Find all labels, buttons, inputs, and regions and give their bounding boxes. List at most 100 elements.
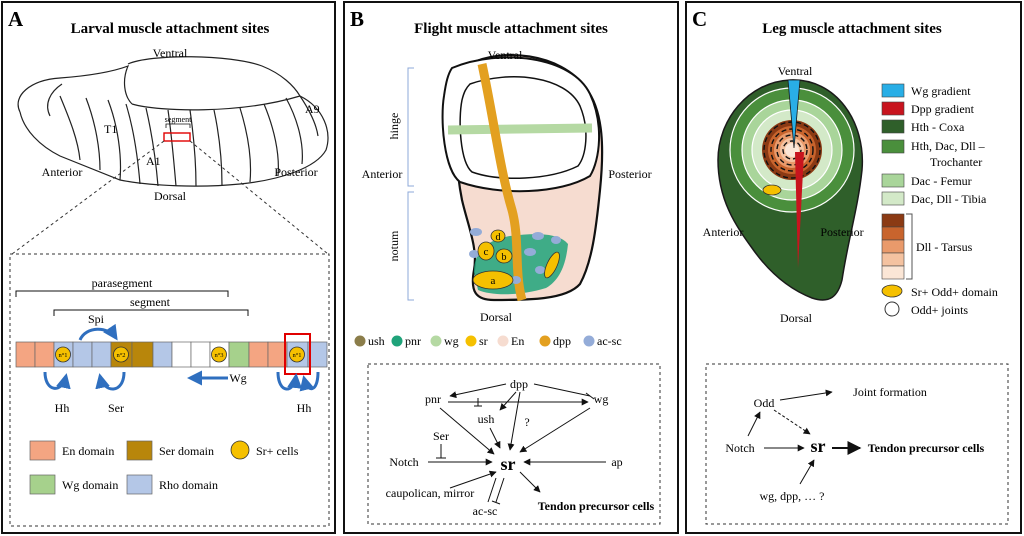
wg-signal-label: Wg bbox=[229, 371, 246, 385]
legend-wg-label-b: wg bbox=[444, 334, 459, 348]
legend-sr-swatch bbox=[230, 440, 250, 460]
legend-sr-label: Sr+ cells bbox=[256, 444, 299, 458]
zoom-line-right bbox=[189, 140, 329, 255]
signal-arrows bbox=[43, 323, 320, 392]
legend-odd-joints: Odd+ joints bbox=[911, 303, 968, 317]
net-c-inputs: wg, dpp, … ? bbox=[760, 489, 825, 503]
legend-dpp-label: dpp bbox=[553, 334, 571, 348]
legend-pnr-label: pnr bbox=[405, 334, 421, 348]
legend-en-label: En domain bbox=[62, 444, 114, 458]
parasegment-label: parasegment bbox=[92, 276, 153, 290]
panel-c-title: Leg muscle attachment sites bbox=[762, 21, 942, 37]
wing-ventral-label: Ventral bbox=[488, 48, 523, 62]
panel-b-letter: B bbox=[350, 7, 364, 31]
larva-drawing bbox=[17, 56, 329, 187]
net-b-tendon: Tendon precursor cells bbox=[538, 499, 655, 513]
sr-cell-2-label: n°2 bbox=[116, 352, 125, 359]
parasegment-bracket bbox=[15, 290, 229, 297]
legend-wg-dot bbox=[430, 335, 442, 347]
notum-bracket bbox=[407, 191, 414, 301]
panel-c: C Leg muscle attachment sites bbox=[685, 1, 1022, 534]
net-b-pnr: pnr bbox=[425, 392, 441, 406]
panel-c-legend: Wg gradient Dpp gradient Hth - Coxa Hth,… bbox=[881, 83, 998, 317]
net-b-question: ? bbox=[524, 415, 529, 429]
legend-ush-dot bbox=[354, 335, 366, 347]
zoom-line-left bbox=[11, 140, 165, 255]
hinge-label: hinge bbox=[387, 113, 401, 140]
wing-posterior-label: Posterior bbox=[608, 167, 651, 181]
leg-disc bbox=[717, 79, 864, 301]
legend-sr-odd-domain: Sr+ Odd+ domain bbox=[911, 285, 998, 299]
leg-ventral-label: Ventral bbox=[778, 64, 813, 78]
legend-en-dot bbox=[497, 335, 509, 347]
panel-b-frame bbox=[343, 1, 679, 534]
legend-ser-label: Ser domain bbox=[159, 444, 214, 458]
notum-label: notum bbox=[387, 230, 401, 261]
panel-a-title: Larval muscle attachment sites bbox=[71, 21, 270, 37]
leg-posterior-label: Posterior bbox=[820, 225, 863, 239]
wing-disc bbox=[441, 54, 604, 302]
larva-segment-bracket bbox=[165, 123, 191, 128]
larva-highlight-box bbox=[163, 132, 191, 142]
legend-dll-tarsus: Dll - Tarsus bbox=[916, 240, 973, 254]
site-d-label: d bbox=[496, 232, 501, 243]
legend-dpp-gradient: Dpp gradient bbox=[911, 102, 975, 116]
panel-a-legend: En domain Ser domain Sr+ cells Wg domain… bbox=[29, 440, 299, 495]
legend-dac-dll-tibia: Dac, Dll - Tibia bbox=[911, 192, 987, 206]
panel-b: B Flight muscle attachment sites a b c d bbox=[343, 1, 679, 534]
wing-anterior-label: Anterior bbox=[362, 167, 403, 181]
legend-rho-swatch bbox=[126, 474, 153, 495]
legend-acsc-label: ac-sc bbox=[597, 334, 622, 348]
site-a-label: a bbox=[491, 275, 496, 287]
panel-b-network-box bbox=[367, 363, 661, 525]
larva-posterior-label: Posterior bbox=[274, 165, 317, 179]
panel-b-title: Flight muscle attachment sites bbox=[414, 21, 608, 37]
legend-hth-dac-dll: Hth, Dac, Dll – bbox=[911, 139, 986, 153]
leg-anterior-label: Anterior bbox=[703, 225, 744, 239]
site-b bbox=[495, 248, 513, 264]
net-b-ush: ush bbox=[478, 412, 495, 426]
legend-trochanter: Trochanter bbox=[930, 155, 982, 169]
legend-dac-femur: Dac - Femur bbox=[911, 174, 972, 188]
net-b-wg: wg bbox=[594, 392, 609, 406]
larva-ventral-label: Ventral bbox=[153, 46, 188, 60]
legend-rho-label: Rho domain bbox=[159, 478, 218, 492]
legend-wg-label: Wg domain bbox=[62, 478, 118, 492]
legend-sr-label-b: sr bbox=[479, 334, 488, 348]
sr-cell-4-label: n°1 bbox=[292, 352, 301, 359]
hh-left-label: Hh bbox=[55, 401, 70, 415]
panel-a-frame bbox=[1, 1, 336, 534]
panel-b-legend: ush pnr wg sr En dpp ac-sc bbox=[354, 334, 622, 348]
sr-cell-3-label: n°3 bbox=[214, 352, 223, 359]
panel-c-network-box bbox=[705, 363, 1009, 525]
larva-a9-label: A9 bbox=[305, 102, 320, 116]
net-c-joint: Joint formation bbox=[853, 385, 927, 399]
panel-a: A Larval muscle attachment sites Ventral… bbox=[1, 1, 336, 534]
larva-a1-label: A1 bbox=[146, 154, 161, 168]
legend-pnr-dot bbox=[391, 335, 403, 347]
wing-dorsal-label: Dorsal bbox=[480, 310, 513, 324]
larva-t1-label: T1 bbox=[104, 122, 117, 136]
legend-ush-label: ush bbox=[368, 334, 385, 348]
net-c-sr: sr bbox=[811, 436, 826, 456]
segment-bracket bbox=[53, 309, 249, 316]
site-d bbox=[490, 229, 506, 243]
net-b-dpp: dpp bbox=[510, 377, 528, 391]
net-b-caupolican: caupolican, mirror bbox=[386, 486, 475, 500]
legend-wg-gradient: Wg gradient bbox=[911, 84, 971, 98]
site-b-label: b bbox=[502, 252, 507, 263]
legend-en-swatch bbox=[29, 440, 56, 461]
net-b-acsc: ac-sc bbox=[473, 504, 498, 518]
legend-sr-dot bbox=[465, 335, 477, 347]
leg-dorsal-label: Dorsal bbox=[780, 311, 813, 325]
panel-c-frame bbox=[685, 1, 1022, 534]
hinge-bracket bbox=[407, 67, 414, 187]
sr-cell-1: n°1 bbox=[55, 346, 71, 363]
larva-segment-small-label: segment bbox=[165, 115, 192, 124]
sr-cell-3: n°3 bbox=[211, 346, 227, 363]
site-c-label: c bbox=[484, 246, 489, 258]
panel-a-letter: A bbox=[8, 7, 24, 31]
sr-cell-1-label: n°1 bbox=[58, 352, 67, 359]
sr-cell-2: n°2 bbox=[113, 346, 129, 363]
net-b-sr: sr bbox=[501, 454, 516, 474]
